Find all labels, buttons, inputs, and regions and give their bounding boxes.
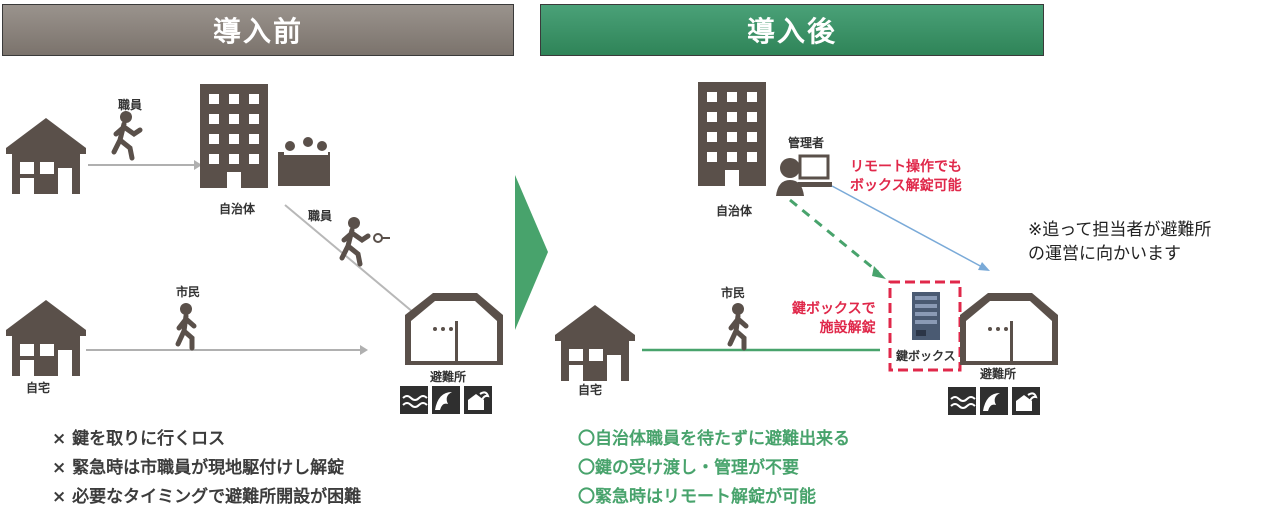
- label-shelter-right: 避難所: [980, 367, 1017, 381]
- runner-icon-staff-top: [114, 111, 140, 158]
- label-staff-mid: 職員: [308, 209, 333, 223]
- before-point: × 緊急時は市職員が現地駆付けし解錠: [52, 458, 345, 478]
- callout-keybox-line1: 鍵ボックスで: [792, 301, 876, 317]
- building-icon-municipality-right: [698, 82, 766, 186]
- callout-remote-line1: リモート操作でも: [850, 159, 962, 175]
- home-icon-top-left: [6, 118, 86, 194]
- label-keybox: 鍵ボックス: [896, 349, 956, 363]
- shelter-icon-left: [405, 293, 503, 365]
- after-point: 〇自治体職員を待たずに避難出来る: [578, 429, 850, 449]
- office-workers-icon: [278, 137, 330, 186]
- after-points: 〇自治体職員を待たずに避難出来る 〇鍵の受け渡し・管理が不要 〇緊急時はリモート…: [578, 425, 850, 512]
- after-banner: 導入後: [540, 4, 1044, 56]
- transition-arrow: [515, 175, 548, 330]
- before-point: × 必要なタイミングで避難所開設が困難: [52, 487, 362, 507]
- key-icon: [373, 233, 390, 243]
- home-icon-right: [555, 305, 635, 381]
- before-points: × 鍵を取りに行くロス × 緊急時は市職員が現地駆付けし解錠 × 必要なタイミン…: [52, 425, 361, 512]
- before-banner: 導入前: [2, 4, 514, 56]
- label-home-left: 自宅: [26, 381, 51, 395]
- after-point: 〇鍵の受け渡し・管理が不要: [578, 458, 799, 478]
- disaster-icons-left: [399, 385, 493, 415]
- callout-keybox-line2: 施設解錠: [819, 320, 876, 336]
- label-municipality-right: 自治体: [716, 204, 753, 218]
- label-manager: 管理者: [788, 136, 825, 150]
- note-line1: ※追って担当者が避難所: [1028, 220, 1212, 240]
- note-line2: の運営に向かいます: [1028, 244, 1181, 264]
- before-point: × 鍵を取りに行くロス: [52, 429, 226, 449]
- label-municipality-left: 自治体: [219, 202, 256, 216]
- building-icon-municipality-left: [200, 84, 268, 188]
- home-icon-bottom-left: [6, 300, 86, 376]
- walker-icon-citizen-left: [178, 303, 194, 348]
- callout-keybox: 鍵ボックスで 施設解錠: [792, 300, 876, 338]
- label-staff-top: 職員: [118, 98, 143, 112]
- label-home-right: 自宅: [578, 383, 603, 397]
- after-point: 〇緊急時はリモート解錠が可能: [578, 487, 816, 507]
- keybox-icon: [912, 292, 940, 340]
- callout-remote: リモート操作でも ボックス解錠可能: [850, 158, 962, 196]
- label-citizen-left: 市民: [176, 285, 201, 299]
- walker-icon-citizen-right: [730, 303, 746, 348]
- shelter-icon-right: [960, 293, 1058, 365]
- callout-remote-line2: ボックス解錠可能: [850, 178, 962, 194]
- disaster-icons-right: [947, 386, 1041, 416]
- manager-computer-icon: [776, 154, 832, 196]
- label-shelter-left: 避難所: [430, 370, 467, 384]
- label-citizen-right: 市民: [721, 286, 746, 300]
- note-text: ※追って担当者が避難所 の運営に向かいます: [1028, 218, 1211, 266]
